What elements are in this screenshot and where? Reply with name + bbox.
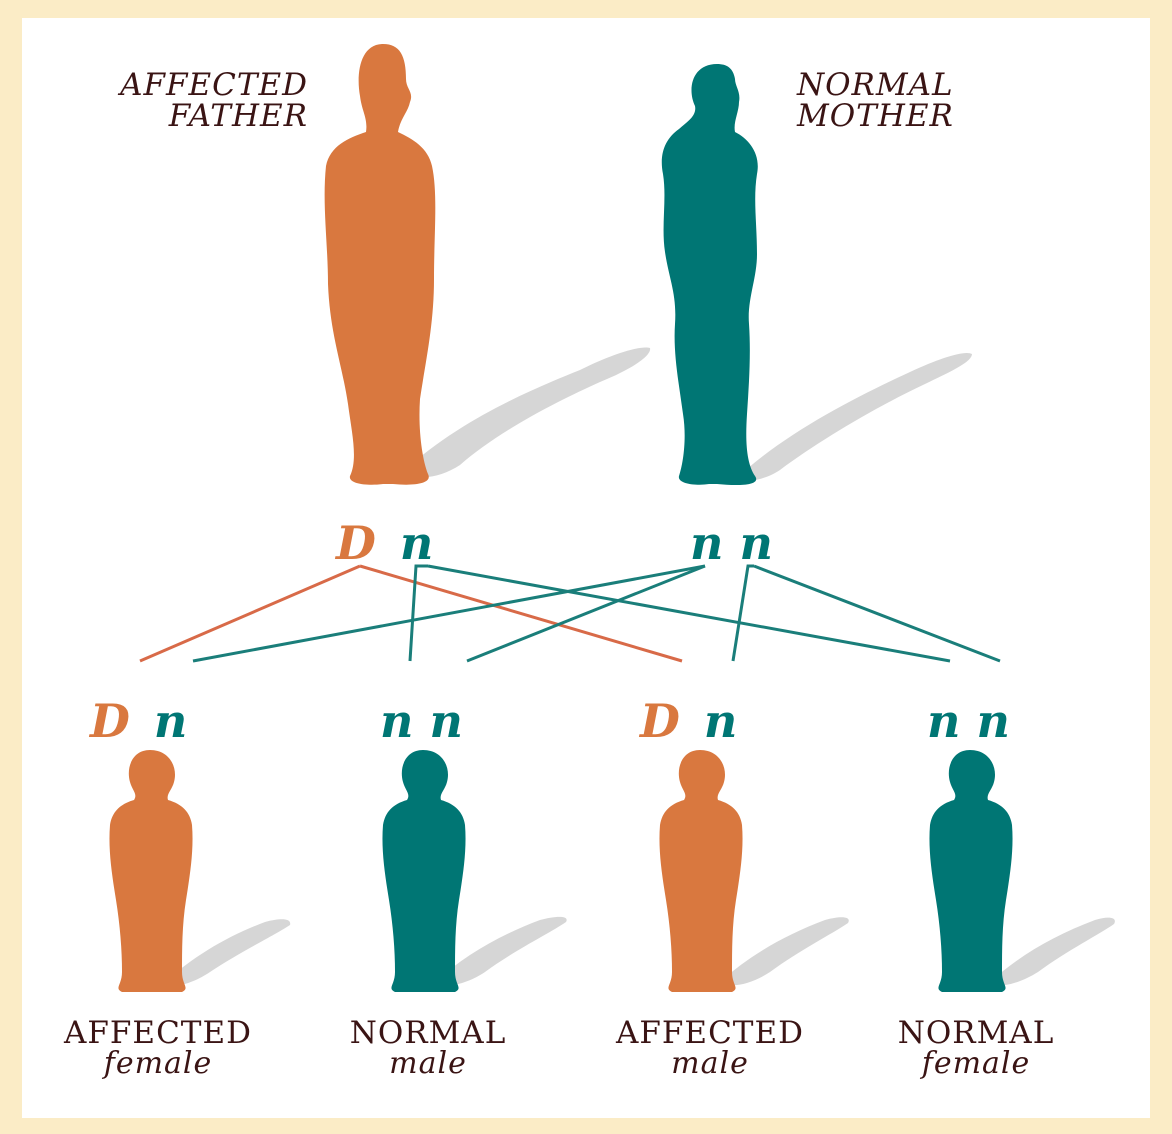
child-1-label: AFFECTED female — [48, 1018, 268, 1079]
mother-silhouette — [662, 64, 758, 485]
mother-label: NORMAL MOTHER — [797, 70, 1017, 132]
child-2-sex: male — [318, 1049, 538, 1079]
child-1-allele-1: D — [90, 694, 130, 748]
child-3-label: AFFECTED male — [600, 1018, 820, 1079]
child-1-sex: female — [48, 1049, 268, 1079]
child-3-allele-2: n — [704, 694, 737, 748]
child-silhouette-3 — [659, 750, 742, 992]
child-1-allele-2: n — [154, 694, 187, 748]
mother-label-line2: MOTHER — [797, 98, 954, 134]
father-silhouette — [325, 44, 436, 485]
child-4-sex: female — [866, 1049, 1086, 1079]
father-shadow — [405, 347, 650, 477]
child-3-genotype: D n — [640, 698, 737, 744]
father-label: AFFECTED FATHER — [98, 70, 308, 132]
child-3-sex: male — [600, 1049, 820, 1079]
line-mother-n2-child3 — [733, 566, 754, 661]
child-4-label: NORMAL female — [866, 1018, 1086, 1079]
line-mother-n1-child1 — [193, 566, 705, 661]
child-silhouette-2 — [382, 750, 465, 992]
child-2-allele-1: n — [380, 694, 413, 748]
child-3-allele-1: D — [640, 694, 680, 748]
child-4-allele-2: n — [976, 694, 1009, 748]
child-2-label: NORMAL male — [318, 1018, 538, 1079]
father-genotype: D n — [336, 520, 433, 566]
father-allele-1: D — [336, 516, 376, 570]
child-2-allele-2: n — [429, 694, 462, 748]
mother-shadow — [740, 353, 972, 480]
child-4-genotype: n n — [927, 698, 1010, 744]
inheritance-lines — [140, 566, 1000, 661]
child-2-genotype: n n — [380, 698, 463, 744]
line-father-D-child1 — [140, 566, 360, 661]
father-label-line2: FATHER — [169, 98, 308, 134]
mother-genotype: n n — [690, 520, 773, 566]
child-1-genotype: D n — [90, 698, 187, 744]
child-4-allele-1: n — [927, 694, 960, 748]
mother-allele-1: n — [690, 516, 723, 570]
child-silhouette-1 — [109, 750, 192, 992]
mother-allele-2: n — [739, 516, 772, 570]
child-silhouette-4 — [929, 750, 1012, 992]
father-allele-2: n — [400, 516, 433, 570]
